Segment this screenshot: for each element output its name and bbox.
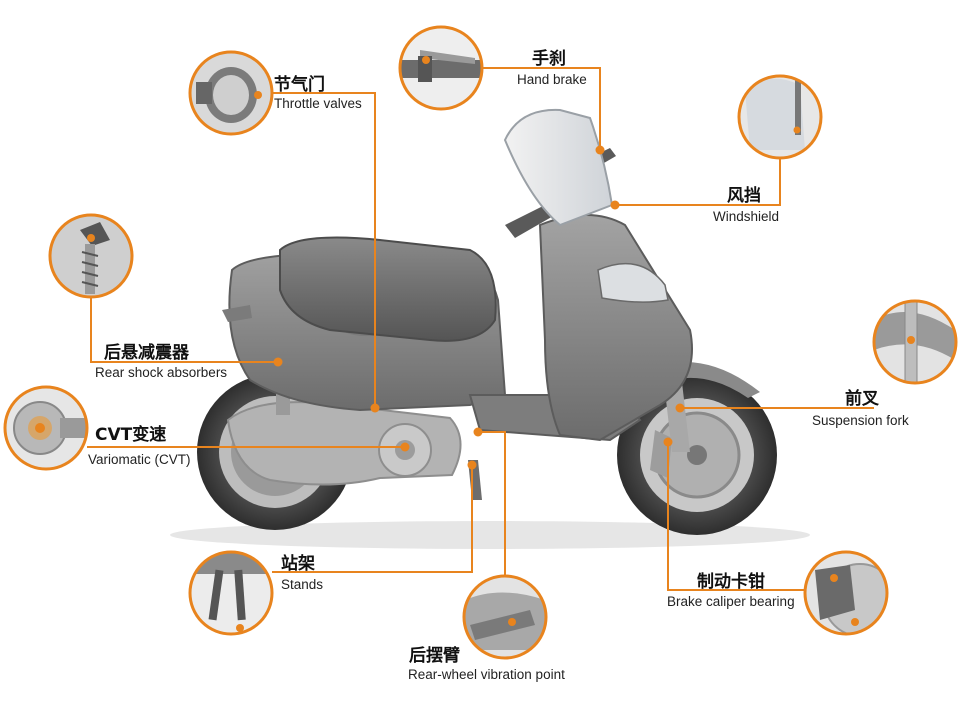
scooter-illustration bbox=[170, 108, 810, 549]
leader-swingarm bbox=[478, 431, 506, 576]
callout-stands-zh: 站架 bbox=[281, 554, 315, 574]
throttle-valve-detail bbox=[188, 50, 274, 136]
callout-fork-zh: 前叉 bbox=[845, 389, 879, 409]
swingarm-pivot-detail bbox=[462, 574, 548, 660]
hand-brake-lever-detail bbox=[398, 25, 484, 111]
callout-windshield-en: Windshield bbox=[713, 209, 780, 224]
cvt-pulley-detail bbox=[3, 385, 89, 471]
callout-windshield-zh: 风挡 bbox=[727, 186, 761, 206]
leader-lines bbox=[87, 67, 874, 591]
leader-handbrake bbox=[482, 67, 601, 150]
kickstand-detail bbox=[188, 550, 274, 636]
target-dots bbox=[273, 145, 685, 470]
leader-shock bbox=[90, 297, 278, 363]
callout-caliper-zh: 制动卡钳 bbox=[697, 572, 765, 592]
rear-shock-spring-detail bbox=[48, 213, 134, 299]
leader-throttle bbox=[270, 92, 376, 408]
callout-handbrake-en: Hand brake bbox=[517, 72, 587, 87]
brake-caliper-detail bbox=[803, 550, 889, 636]
callout-stands-en: Stands bbox=[281, 577, 324, 592]
callout-swingarm-en: Rear-wheel vibration point bbox=[408, 667, 565, 682]
callout-caliper-en: Brake caliper bearing bbox=[667, 594, 795, 609]
callout-handbrake-zh: 手刹 bbox=[532, 49, 566, 69]
callout-swingarm-zh: 后摆臂 bbox=[409, 646, 460, 666]
front-fork-detail bbox=[872, 299, 958, 385]
callout-shock-en: Rear shock absorbers bbox=[95, 365, 228, 380]
callout-shock-zh: 后悬减震器 bbox=[104, 343, 189, 363]
callout-cvt-zh: CVT变速 bbox=[95, 425, 167, 445]
leader-caliper bbox=[667, 442, 806, 591]
windshield-mount-detail bbox=[737, 74, 823, 160]
leader-windshield bbox=[615, 158, 781, 206]
callout-throttle-zh: 节气门 bbox=[274, 75, 325, 95]
callout-cvt-en: Variomatic (CVT) bbox=[88, 452, 191, 467]
callout-throttle-en: Throttle valves bbox=[274, 96, 362, 111]
leader-stands bbox=[272, 465, 473, 573]
callout-fork-en: Suspension fork bbox=[812, 413, 909, 428]
